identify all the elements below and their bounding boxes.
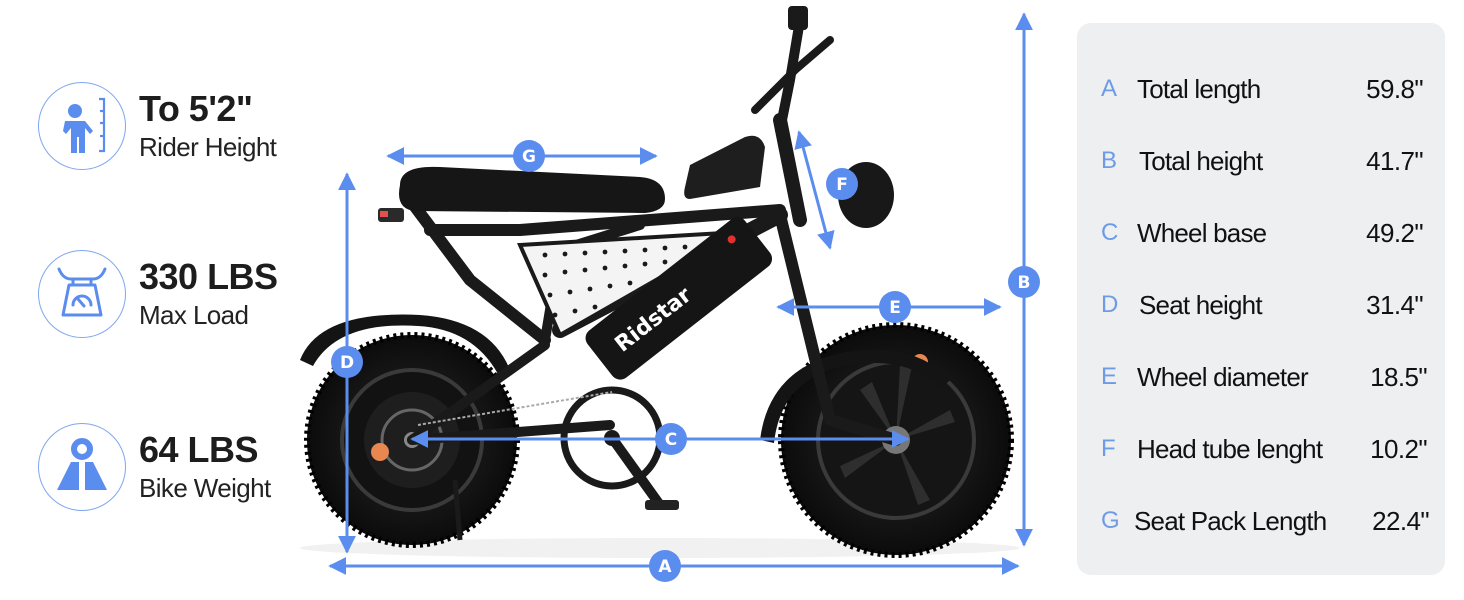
spec-row-total-height: B Total height 41.7" bbox=[1077, 141, 1445, 181]
pedal bbox=[645, 500, 679, 510]
feature-rider-height: To 5'2" Rider Height bbox=[38, 82, 277, 170]
spec-value: 22.4" bbox=[1372, 505, 1429, 536]
svg-text:E: E bbox=[889, 298, 901, 318]
weight-icon bbox=[57, 438, 107, 490]
spec-letter: D bbox=[1101, 291, 1119, 318]
rear-wheel bbox=[304, 332, 520, 548]
marker-d: D bbox=[331, 346, 363, 378]
frame-bag bbox=[684, 135, 765, 199]
marker-e: E bbox=[879, 291, 911, 323]
chainring bbox=[560, 386, 664, 490]
side-plate bbox=[516, 230, 741, 338]
rider-height-badge bbox=[38, 82, 126, 170]
spec-letter: A bbox=[1101, 75, 1118, 102]
spec-row-total-length: A Total length 59.8" bbox=[1077, 69, 1445, 109]
spec-row-seat-pack: G Seat Pack Length 22.4" bbox=[1077, 501, 1445, 541]
side-plate-holes bbox=[542, 243, 708, 318]
spec-row-wheel-diameter: E Wheel diameter 18.5" bbox=[1077, 357, 1445, 397]
spec-row-wheel-base: C Wheel base 49.2" bbox=[1077, 213, 1445, 253]
svg-text:G: G bbox=[522, 147, 536, 167]
spec-value: 18.5" bbox=[1370, 361, 1427, 392]
front-fender bbox=[760, 349, 950, 443]
spec-letter: B bbox=[1101, 147, 1118, 174]
marker-f: F bbox=[826, 168, 858, 200]
scale-icon bbox=[57, 267, 107, 317]
spec-value: 10.2" bbox=[1370, 433, 1427, 464]
battery: Ridstar bbox=[585, 217, 773, 380]
rider-height-label: Rider Height bbox=[139, 132, 277, 162]
marker-b: B bbox=[1008, 266, 1040, 298]
headlight bbox=[838, 162, 894, 228]
bike-weight-label: Bike Weight bbox=[139, 473, 271, 503]
spec-value: 49.2" bbox=[1366, 217, 1423, 248]
handlebar-grip bbox=[788, 6, 808, 30]
front-wheel bbox=[778, 322, 1014, 558]
spec-name: Wheel diameter bbox=[1137, 361, 1309, 392]
max-load-value: 330 LBS bbox=[139, 256, 278, 297]
bike-frame bbox=[404, 113, 902, 446]
rider-height-icon bbox=[63, 97, 106, 153]
spec-value: 41.7" bbox=[1366, 145, 1423, 176]
spec-name: Total length bbox=[1137, 73, 1261, 104]
bike-weight-badge bbox=[38, 423, 126, 511]
rear-fender bbox=[300, 314, 510, 374]
tail-light bbox=[378, 208, 404, 222]
max-load-label: Max Load bbox=[139, 300, 249, 330]
spec-letter: G bbox=[1101, 507, 1120, 534]
svg-text:C: C bbox=[665, 430, 677, 450]
spec-row-seat-height: D Seat height 31.4" bbox=[1077, 285, 1445, 325]
svg-text:D: D bbox=[340, 353, 354, 373]
max-load-badge bbox=[38, 250, 126, 338]
marker-c: C bbox=[655, 423, 687, 455]
spec-name: Seat Pack Length bbox=[1134, 505, 1327, 536]
spec-letter: E bbox=[1101, 363, 1118, 390]
feature-max-load: 330 LBS Max Load bbox=[38, 250, 278, 338]
svg-text:B: B bbox=[1018, 273, 1031, 293]
bike-weight-value: 64 LBS bbox=[139, 429, 259, 470]
spec-name: Wheel base bbox=[1137, 217, 1267, 248]
svg-text:F: F bbox=[836, 175, 848, 195]
brand-logo: Ridstar bbox=[611, 283, 697, 358]
spec-letter: C bbox=[1101, 219, 1119, 246]
marker-a: A bbox=[649, 550, 681, 582]
feature-bike-weight: 64 LBS Bike Weight bbox=[38, 423, 271, 511]
marker-g: G bbox=[513, 140, 545, 172]
spec-panel: A Total length 59.8" B Total height 41.7… bbox=[1077, 23, 1445, 575]
spec-name: Seat height bbox=[1139, 289, 1263, 320]
spec-value: 31.4" bbox=[1366, 289, 1423, 320]
spec-name: Total height bbox=[1139, 145, 1263, 176]
svg-text:A: A bbox=[658, 557, 672, 577]
spec-letter: F bbox=[1101, 435, 1116, 462]
spec-value: 59.8" bbox=[1366, 73, 1423, 104]
spec-name: Head tube lenght bbox=[1137, 433, 1323, 464]
rider-height-value: To 5'2" bbox=[139, 88, 253, 129]
spec-row-head-tube: F Head tube lenght 10.2" bbox=[1077, 429, 1445, 469]
seat bbox=[399, 166, 665, 213]
